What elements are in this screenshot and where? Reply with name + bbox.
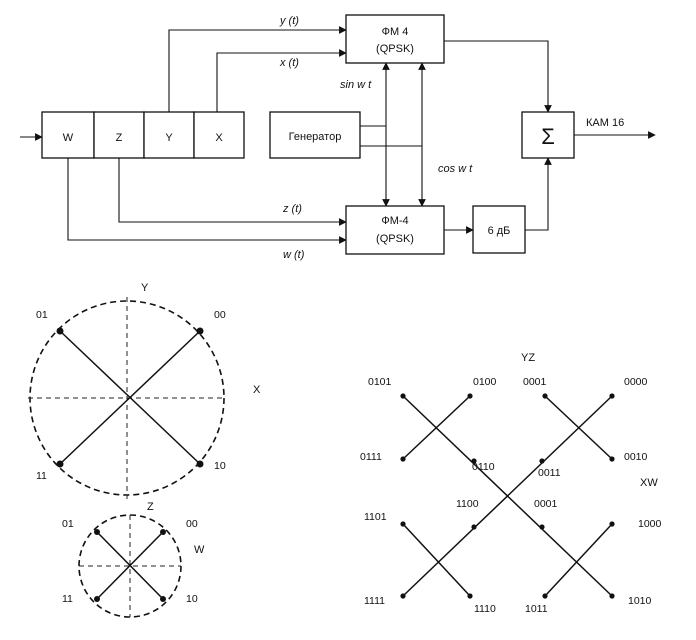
modulator-top-title: ФМ 4: [382, 26, 409, 38]
wire-x: [216, 49, 347, 112]
signal-x-label: x (t): [279, 57, 299, 69]
qam16-point-0000: [609, 393, 615, 399]
qam16-point-1010: [609, 593, 615, 599]
summer-symbol: Σ: [541, 124, 555, 149]
constellation-large: Y X 01 00 11 10: [28, 282, 261, 499]
qam16-point-1011: [542, 593, 548, 599]
signal-z-label: z (t): [282, 203, 302, 215]
constellation-small-point-11: [94, 596, 100, 602]
qam16-point-1110: [467, 593, 473, 599]
qam16-label-0111: 0111: [360, 451, 382, 463]
register-label-z: Z: [116, 132, 123, 144]
constellation-small-label-00: 00: [186, 518, 198, 530]
qam16-label-0001-inner: 0001: [534, 498, 558, 510]
qam16-label-1111: 1111: [364, 595, 385, 607]
qam16-main-diag-2: [402, 395, 613, 597]
qam16-point-0011: [539, 458, 545, 464]
constellation-large-label-11: 11: [36, 470, 47, 482]
qam16-point-0110: [471, 458, 477, 464]
output-label: КАМ 16: [586, 117, 624, 129]
qam16-label-0000: 0000: [624, 376, 648, 388]
modulator-bottom-subtitle: (QPSK): [376, 233, 414, 245]
shift-register: W Z Y X: [41, 111, 245, 159]
qam16-point-0001: [542, 393, 548, 399]
wire-attenuator-to-summer: [525, 157, 552, 231]
constellation-small: Z W 01 00 11 10: [62, 501, 205, 618]
wire-y: [168, 26, 347, 112]
constellation-small-label-01: 01: [62, 518, 74, 530]
qam16-label-0110: 0110: [472, 461, 495, 473]
constellation-large-label-00: 00: [214, 309, 226, 321]
qam16-label-1011: 1011: [525, 603, 548, 615]
modulator-bottom-title: ФМ-4: [381, 215, 408, 227]
qam16-label-1100: 1100: [456, 498, 479, 510]
constellation-large-point-11: [56, 460, 64, 468]
qam16-point-0100: [467, 393, 473, 399]
constellation-large-point-01: [56, 327, 64, 335]
constellation-small-axis-v-label: Z: [147, 501, 154, 513]
constellation-large-axis-v-label: Y: [141, 282, 149, 294]
generator-block: [269, 111, 361, 159]
constellation-large-point-10: [196, 460, 204, 468]
wire-top-to-summer: [444, 40, 552, 113]
qam16-label-0011: 0011: [538, 467, 561, 479]
constellation-large-label-10: 10: [214, 460, 226, 472]
qam16-top-left-diag: [402, 395, 471, 460]
qam16-label-1000: 1000: [638, 518, 662, 530]
qam16-label-1110: 1110: [474, 603, 496, 615]
signal-cos-label: cos w t: [438, 163, 473, 175]
wire-w: [67, 158, 347, 244]
register-label-w: W: [63, 132, 74, 144]
qam16-label-0001: 0001: [523, 376, 547, 388]
qam16-label-0010: 0010: [624, 451, 648, 463]
modulator-bottom: [345, 205, 445, 255]
qam16-label-1010: 1010: [628, 595, 652, 607]
qam16-label-0100: 0100: [473, 376, 497, 388]
qam16-axis-h-label: XW: [640, 477, 658, 489]
qam16-point-1111: [400, 593, 406, 599]
constellation-large-point-00: [196, 327, 204, 335]
register-cell-x: [193, 111, 245, 159]
constellation-large-axis-h-label: X: [253, 384, 261, 396]
constellation-large-label-01: 01: [36, 309, 48, 321]
attenuator-label: 6 дБ: [488, 225, 511, 237]
qam16-label-1101: 1101: [364, 511, 387, 523]
constellation-small-label-11: 11: [62, 593, 73, 605]
signal-sin-label: sin w t: [340, 79, 372, 91]
qam16-point-1101: [400, 521, 406, 527]
qam16-axis-v-label: YZ: [521, 352, 535, 364]
block-diagram: W Z Y X ФМ 4 (QPSK) ФМ-4 (QPSK) Генерато…: [20, 14, 656, 261]
constellation-small-point-10: [160, 596, 166, 602]
qam16-bottom-right-diag: [544, 523, 613, 597]
wire-z: [118, 158, 347, 226]
qam16-top-right-diag: [544, 395, 613, 460]
constellation-small-axis-h-label: W: [194, 544, 205, 556]
qam16-bottom-left-diag: [402, 523, 471, 597]
qam16-point-0010: [609, 456, 615, 462]
constellation-large-diag-2: [59, 330, 201, 465]
signal-y-label: y (t): [279, 15, 299, 27]
register-label-y: Y: [165, 132, 173, 144]
signal-w-label: w (t): [283, 249, 305, 261]
constellation-small-label-10: 10: [186, 593, 198, 605]
constellation-16: YZ XW 0101 0100 0001 0000 0111 0110 0011…: [360, 352, 662, 615]
modulator-top: [345, 14, 445, 64]
qam16-point-0111: [400, 456, 406, 462]
qam16-label-0101: 0101: [368, 376, 392, 388]
qam16-point-1100: [471, 524, 477, 530]
qam16-point-0001b: [539, 524, 545, 530]
modulator-top-subtitle: (QPSK): [376, 43, 414, 55]
qam16-point-0101: [400, 393, 406, 399]
qam16-point-1000: [609, 521, 615, 527]
constellation-small-point-00: [160, 529, 166, 535]
register-label-x: X: [215, 132, 223, 144]
register-cell-z: [93, 111, 145, 159]
constellation-small-point-01: [94, 529, 100, 535]
generator-label: Генератор: [289, 131, 342, 143]
constellation-small-diag-2: [96, 531, 164, 600]
